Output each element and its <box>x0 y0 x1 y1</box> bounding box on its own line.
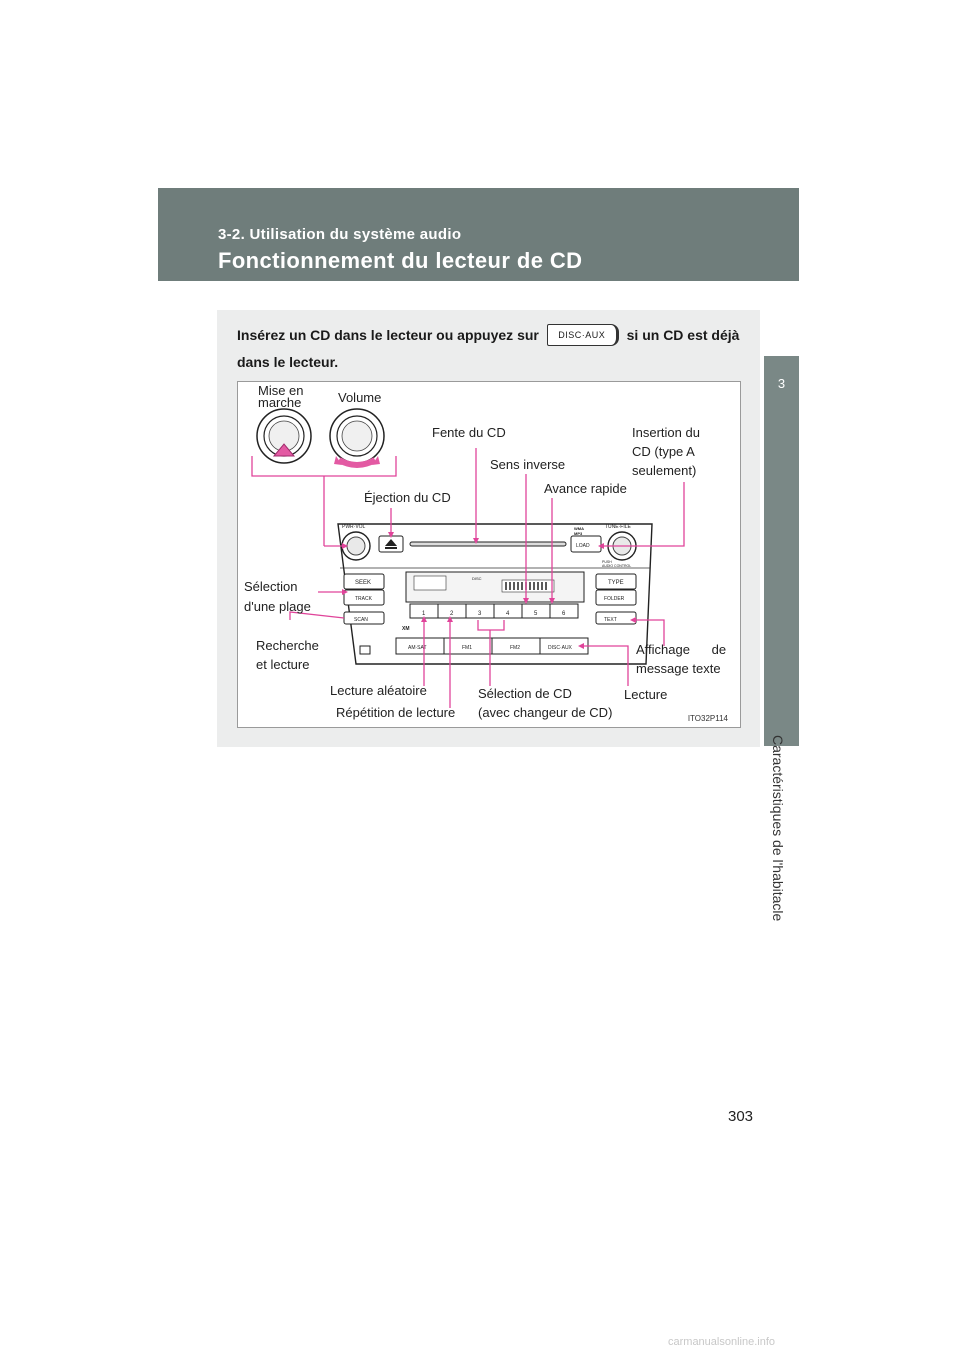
label-text-display-line2: message texte <box>636 661 721 676</box>
track-label: TRACK <box>355 596 373 602</box>
text-label: TEXT <box>604 617 617 623</box>
label-power-line2: marche <box>258 395 302 410</box>
label-repeat: Répétition de lecture <box>336 705 456 720</box>
label-track-line1: Sélection <box>244 579 298 594</box>
type-label: TYPE <box>608 580 624 586</box>
label-disc-select-line1: Sélection de CD <box>478 686 572 701</box>
label-cd-insert-line3: seulement) <box>632 463 697 478</box>
label-disc-select-line2: (avec changeur de CD) <box>478 705 613 720</box>
label-play: Lecture <box>624 687 668 702</box>
chapter-number: 3 <box>777 376 786 391</box>
label-scan-line1: Recherche <box>256 638 319 653</box>
display-disc-label: DISC <box>472 576 482 581</box>
preset-5: 5 <box>534 611 538 617</box>
page-title: Fonctionnement du lecteur de CD <box>218 248 583 273</box>
label-volume: Volume <box>338 390 382 405</box>
callout-arrowheads <box>342 532 636 649</box>
pwr-vol-label: PWR·VOL <box>342 524 366 530</box>
label-reverse: Sens inverse <box>490 457 566 472</box>
label-cd-insert-line1: Insertion du <box>632 425 700 440</box>
preset-6: 6 <box>562 611 566 617</box>
preset-4: 4 <box>506 611 510 617</box>
load-label: LOAD <box>576 543 590 549</box>
audio-unit-diagram: PWR·VOL TUNE·FILE PUSH AUDIO CONTROL LOA… <box>237 381 741 728</box>
label-scan-line2: et lecture <box>256 657 310 672</box>
scan-label: SCAN <box>354 617 368 623</box>
volume-knob-illustration <box>329 408 385 468</box>
audio-unit-drawing: PWR·VOL TUNE·FILE PUSH AUDIO CONTROL LOA… <box>251 408 685 708</box>
intro-before: Insérez un CD dans le lecteur ou appuyez… <box>237 327 539 343</box>
audio-control-label: AUDIO CONTROL <box>602 564 631 568</box>
label-text-display-line1: Affichage de <box>636 642 727 657</box>
head-unit <box>337 523 653 665</box>
mp3-label: MP3 <box>574 531 583 536</box>
label-track-line2: d'une plage <box>244 599 311 614</box>
page-number: 303 <box>728 1108 754 1125</box>
chapter-tab-label-wrap: Caractéristiques de l'habitacle <box>764 735 799 935</box>
push-label: PUSH <box>602 560 612 564</box>
label-fast-forward: Avance rapide <box>544 481 627 496</box>
label-cd-insert-line2: CD (type A <box>632 444 695 459</box>
folder-label: FOLDER <box>604 596 625 602</box>
watermark: carmanualsonline.info <box>668 1336 776 1348</box>
label-random: Lecture aléatoire <box>330 683 427 698</box>
intro-after: si un CD est déjà dans le lecteur. <box>237 327 740 370</box>
seek-label: SEEK <box>355 580 371 586</box>
preset-3: 3 <box>478 611 482 617</box>
label-cd-slot: Fente du CD <box>432 425 506 440</box>
wma-label: WMA <box>574 526 584 531</box>
chapter-tab: 3 <box>764 356 799 746</box>
section-title: 3-2. Utilisation du système audio <box>218 226 462 243</box>
chapter-tab-label: Caractéristiques de l'habitacle <box>770 735 786 922</box>
power-knob-illustration <box>256 408 312 464</box>
preset-2: 2 <box>450 611 454 617</box>
fm1-label: FM1 <box>462 645 472 651</box>
label-eject: Éjection du CD <box>364 490 451 505</box>
disc-aux-button-illustration: DISC·AUX <box>546 323 619 346</box>
preset-1: 1 <box>422 611 426 617</box>
label-power-line1: Mise en <box>258 383 304 398</box>
tune-file-label: TUNE·FILE <box>605 524 632 530</box>
unit-labels: PWR·VOL TUNE·FILE PUSH AUDIO CONTROL LOA… <box>342 524 632 651</box>
am-sat-label: AM·SAT <box>408 645 427 651</box>
callout-lines <box>251 448 685 708</box>
xm-label: XM <box>402 626 410 632</box>
chapter-header: 3-2. Utilisation du système audio Foncti… <box>158 188 799 281</box>
figure-id: ITO32P114 <box>687 714 728 723</box>
content-panel: Insérez un CD dans le lecteur ou appuyez… <box>217 310 760 747</box>
intro-text: Insérez un CD dans le lecteur ou appuyez… <box>237 322 747 376</box>
fm2-label: FM2 <box>510 645 520 651</box>
disc-aux-label: DISC·AUX <box>548 645 573 651</box>
